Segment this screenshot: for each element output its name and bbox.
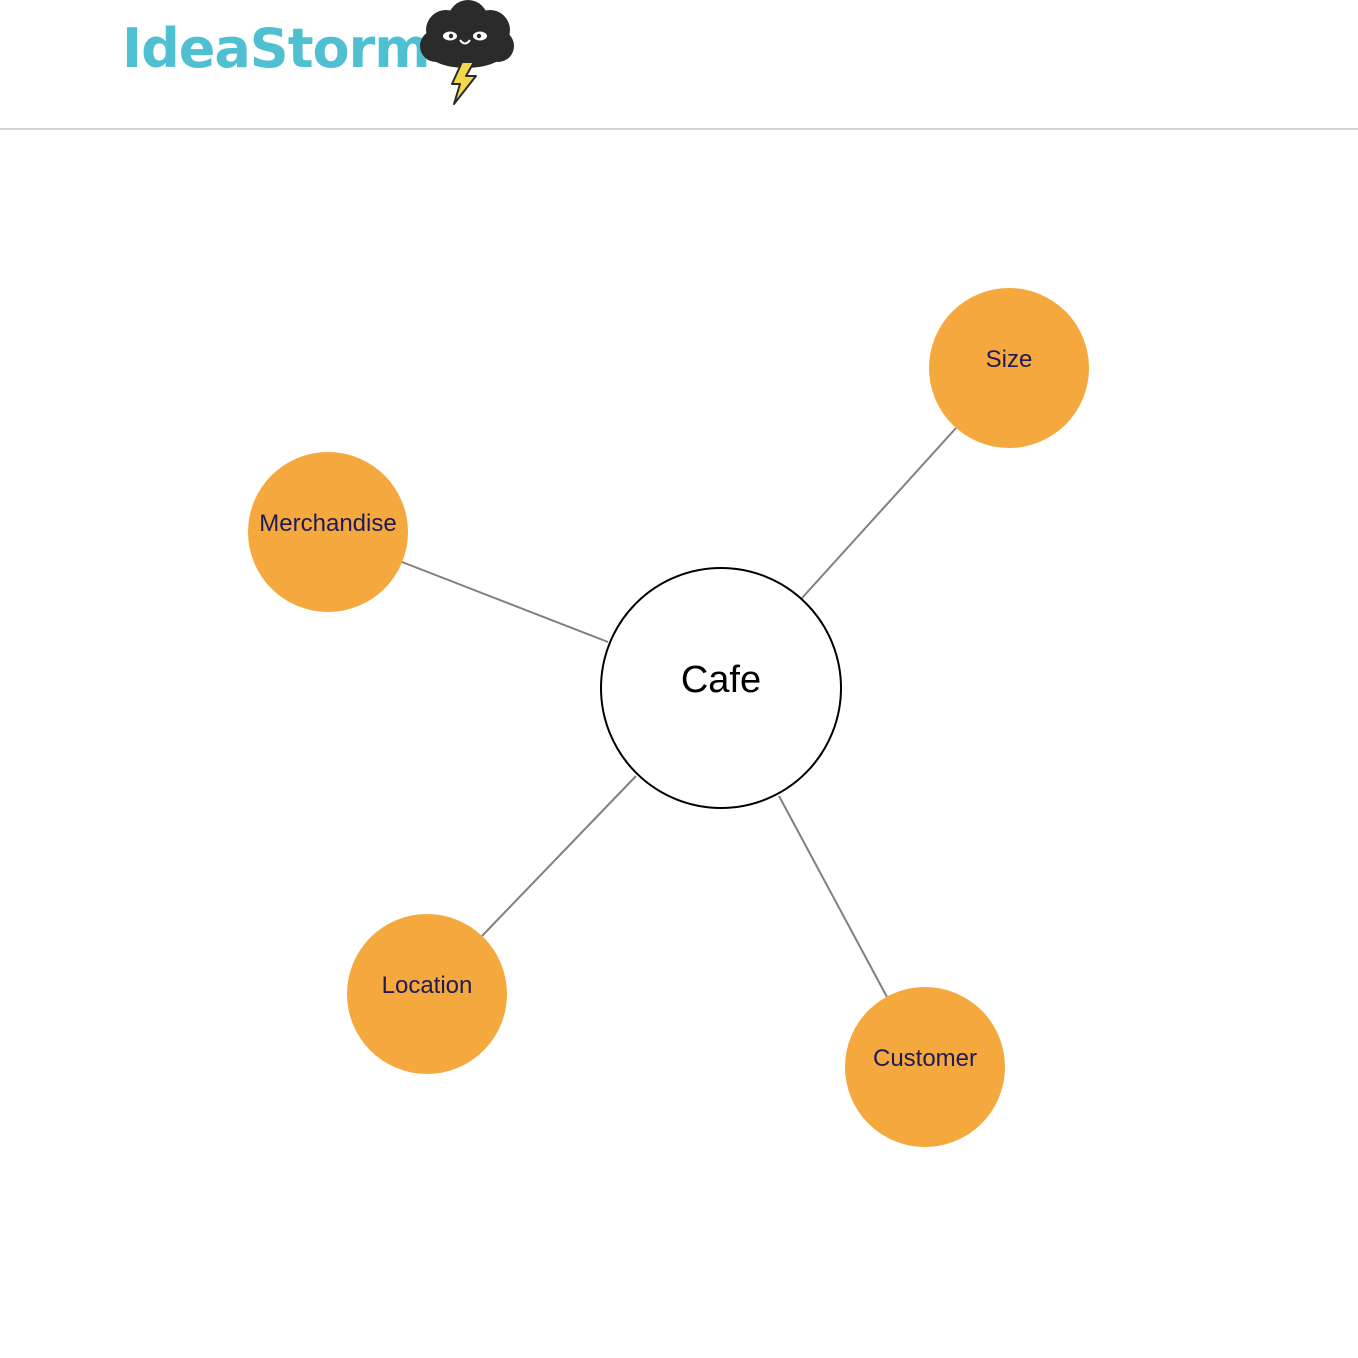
node-customer[interactable]: Customer xyxy=(845,987,1005,1147)
node-center[interactable]: Cafe xyxy=(600,567,842,809)
node-center-label: Cafe xyxy=(680,658,762,701)
link-location xyxy=(481,775,637,937)
storm-cloud-icon xyxy=(420,0,514,105)
link-merchandise xyxy=(401,561,609,643)
link-size xyxy=(801,427,957,599)
node-location[interactable]: Location xyxy=(347,914,507,1074)
mindmap-canvas[interactable]: Size Merchandise Cafe Location Customer xyxy=(0,130,1358,1358)
logo[interactable]: IdeaStorm xyxy=(122,0,522,110)
mindmap-links xyxy=(401,427,957,998)
node-location-label: Location xyxy=(381,972,473,999)
node-size[interactable]: Size xyxy=(929,288,1089,448)
node-customer-label: Customer xyxy=(872,1045,978,1072)
link-customer xyxy=(778,795,888,998)
node-merchandise[interactable]: Merchandise xyxy=(248,452,408,612)
logo-text: IdeaStorm xyxy=(122,17,431,80)
node-merchandise-label: Merchandise xyxy=(259,510,397,537)
header-bar: IdeaStorm xyxy=(0,0,1358,130)
node-size-label: Size xyxy=(985,346,1033,373)
